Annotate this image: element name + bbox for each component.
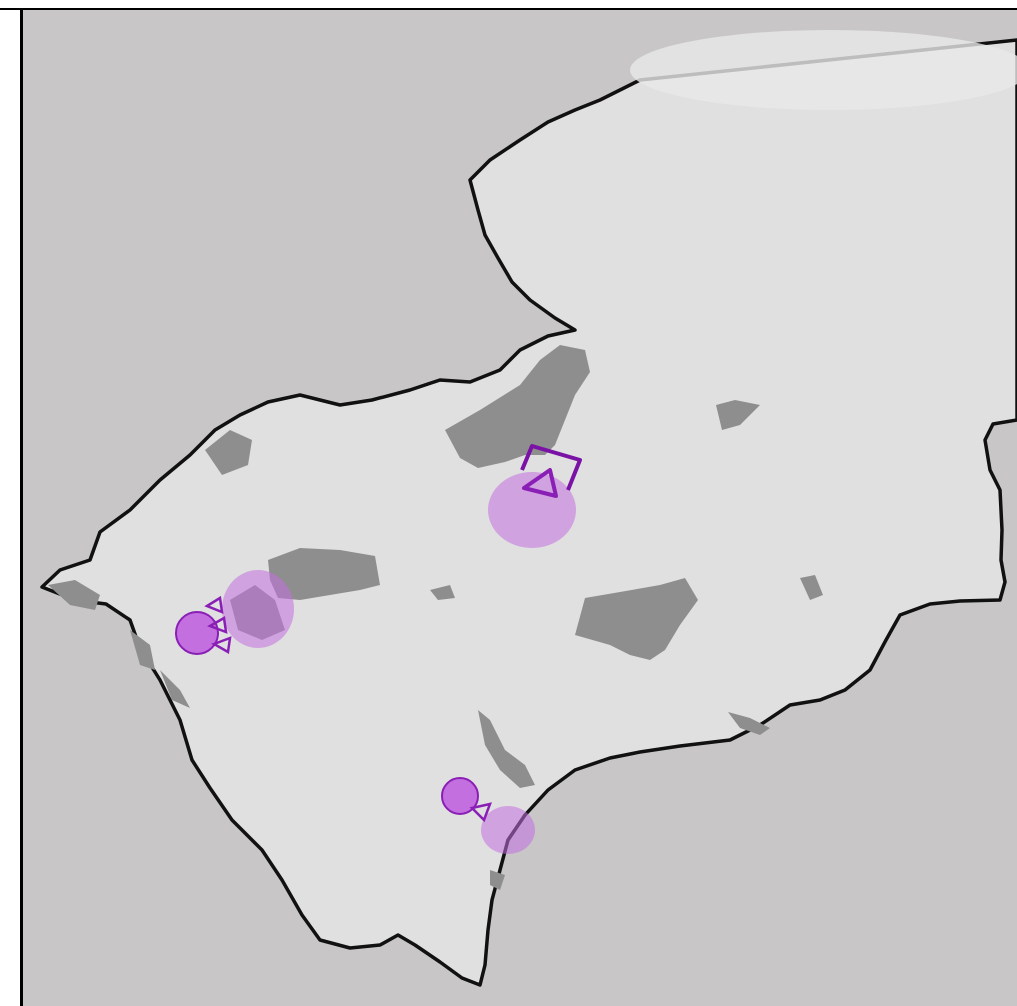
urban-area [800, 575, 823, 600]
urban-area [490, 870, 505, 890]
urban-area [728, 712, 770, 735]
left-border [20, 9, 23, 1006]
circle-marker-icon[interactable] [175, 611, 219, 655]
urban-area [48, 580, 100, 610]
bracket-marker-icon [520, 444, 582, 491]
urban-area [575, 578, 698, 660]
triangle-marker-icon [211, 636, 232, 654]
urban-area [716, 400, 760, 430]
top-border [0, 8, 1017, 10]
urban-areas [48, 345, 823, 890]
halo-ellipse [481, 806, 535, 854]
markers [175, 444, 582, 823]
triangle-marker-icon [469, 802, 492, 823]
urban-area [160, 670, 190, 708]
triangle-marker-icon [522, 468, 558, 498]
triangle-marker-icon [204, 595, 224, 614]
urban-area [478, 710, 535, 788]
urban-area [445, 345, 590, 468]
urban-area [268, 548, 380, 600]
triangle-marker-icon [207, 616, 228, 634]
urban-area [430, 585, 455, 600]
haze [630, 30, 1017, 110]
urban-area [130, 630, 155, 670]
circle-marker-icon[interactable] [441, 777, 479, 815]
urban-area [205, 430, 252, 475]
halo-ellipse [222, 570, 294, 648]
